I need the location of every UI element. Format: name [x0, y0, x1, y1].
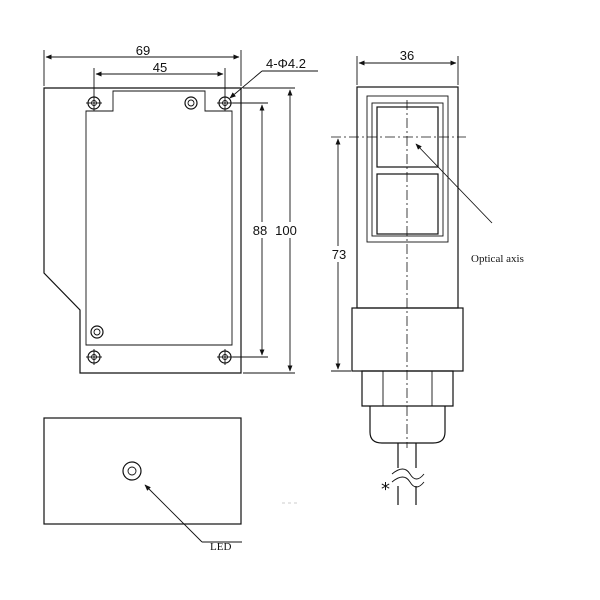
bottom-outline: [43, 417, 242, 525]
hole-spec-callout: 4-Φ4.2: [229, 56, 318, 99]
mounting-hole: [217, 95, 233, 111]
lens-frame-inner: [371, 102, 444, 237]
cable-mark: *: [381, 479, 390, 500]
led-indicator: [122, 461, 142, 481]
front-outline: [43, 87, 242, 374]
dim-side-width: 36: [356, 48, 459, 85]
dim-window-height: 73: [326, 138, 351, 372]
dim-88-text: 88: [253, 223, 267, 238]
side-view: * Optical axis 36 73: [326, 48, 524, 505]
dim-front-height: 100: [243, 87, 300, 374]
dim-hole-height: 88: [233, 102, 271, 358]
lens-frame: [366, 95, 449, 243]
optical-axis-label: Optical axis: [471, 253, 524, 265]
front-inner-plate: [85, 90, 233, 346]
mounting-hole: [86, 349, 102, 365]
dim-100-text: 100: [275, 223, 297, 238]
dim-45-text: 45: [153, 60, 167, 75]
screw-head: [184, 96, 198, 110]
mounting-hole: [86, 95, 102, 111]
dim-36-text: 36: [400, 48, 414, 63]
side-lower-body: [351, 307, 464, 372]
front-view: 69 45 4-Φ4.2 88 100: [43, 43, 318, 374]
cable-gland: [361, 370, 454, 444]
bottom-view: LED: [43, 417, 300, 553]
led-callout: LED: [144, 484, 242, 553]
dim-hole-spacing: 45: [93, 60, 226, 95]
hole-spec-text: 4-Φ4.2: [266, 56, 306, 71]
dim-front-width: 69: [43, 43, 242, 86]
cable: *: [381, 443, 425, 505]
led-label: LED: [210, 541, 231, 553]
receiver-window: [376, 173, 439, 235]
screw-head: [90, 325, 104, 339]
dim-69-text: 69: [136, 43, 150, 58]
dim-73-text: 73: [332, 247, 346, 262]
optical-axis-callout: Optical axis: [415, 143, 524, 265]
mounting-hole: [217, 349, 233, 365]
